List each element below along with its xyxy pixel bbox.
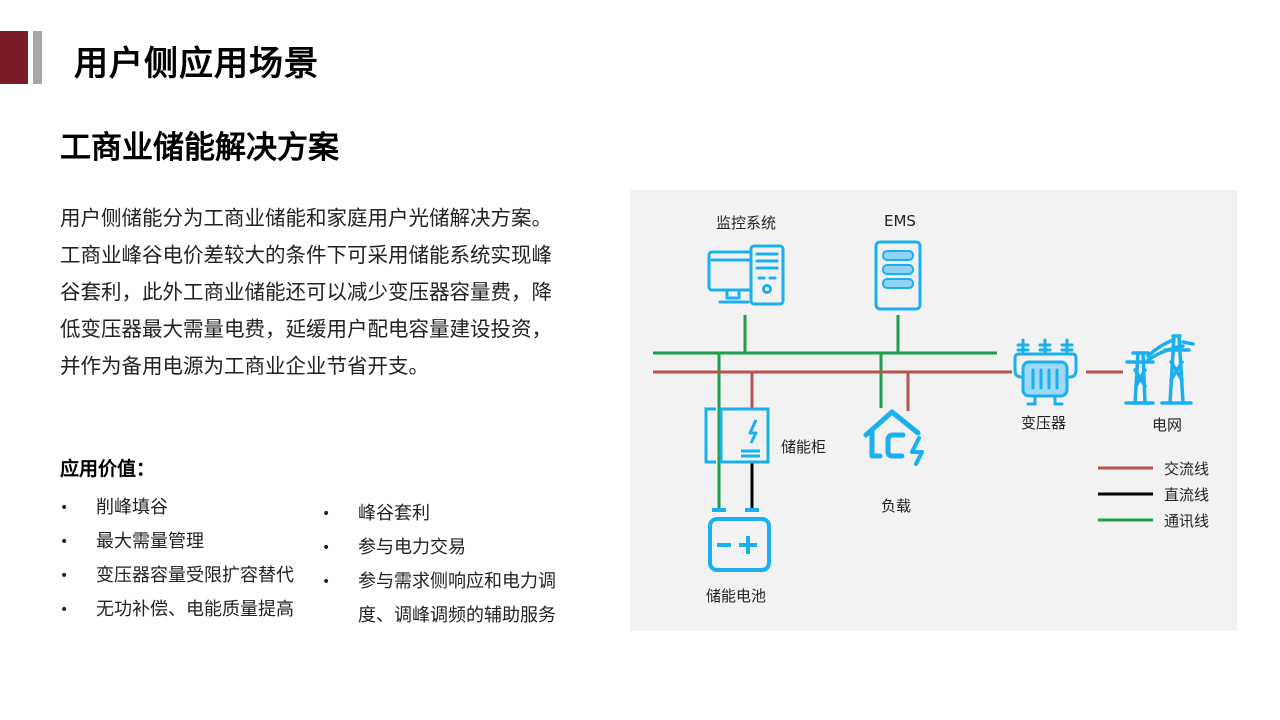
page-title: 用户侧应用场景 [74, 44, 319, 84]
legend-comm-label: 通讯线 [1164, 512, 1210, 530]
description-line: 谷套利，此外工商业储能还可以减少变压器容量费，降 [60, 280, 552, 304]
label-monitor-system: 监控系统 [716, 214, 777, 232]
description-line: 用户侧储能分为工商业储能和家庭用户光储解决方案。 [60, 206, 552, 230]
label-ems: EMS [884, 212, 916, 230]
bullet-icon: • [60, 534, 69, 550]
description-line: 工商业峰谷电价差较大的条件下可采用储能系统实现峰 [60, 243, 552, 267]
description-line: 并作为备用电源为工商业企业节省开支。 [60, 354, 429, 378]
label-load: 负载 [881, 497, 912, 515]
system-diagram: 监控系统 EMS 储能柜 负载 储能电池 变压器 电网 交流线 直流线 通讯线 [630, 190, 1237, 631]
server-icon [874, 240, 922, 311]
power-tower-icon [1124, 334, 1195, 405]
legend-dc-label: 直流线 [1164, 486, 1210, 504]
values-title: 应用价值： [60, 458, 156, 480]
comm-lines [653, 315, 997, 508]
label-battery: 储能电池 [706, 587, 767, 605]
computer-icon [707, 244, 785, 306]
bullet-icon: • [60, 568, 69, 584]
bullet-icon: • [322, 540, 331, 556]
bullet-icon: • [60, 602, 69, 618]
bullet-icon: • [60, 500, 69, 516]
label-transformer: 变压器 [1021, 414, 1067, 432]
title-accent-bar-gray [33, 31, 42, 84]
transformer-icon [1013, 338, 1078, 406]
bullet-icon: • [322, 506, 331, 522]
title-accent-bar [0, 31, 28, 84]
label-grid: 电网 [1152, 416, 1183, 434]
section-title: 工商业储能解决方案 [60, 130, 339, 166]
bullet-icon: • [322, 574, 331, 590]
description: 用户侧储能分为工商业储能和家庭用户光储解决方案。 工商业峰谷电价差较大的条件下可… [60, 200, 605, 385]
label-storage-cabinet: 储能柜 [781, 438, 827, 456]
house-load-icon [863, 409, 924, 466]
description-line: 低变压器最大需量电费，延缓用户配电容量建设投资， [60, 317, 552, 341]
storage-cabinet-icon [704, 407, 770, 464]
diagram-canvas [653, 240, 1195, 572]
battery-icon [708, 508, 771, 572]
ac-lines [653, 370, 1123, 421]
legend-ac-label: 交流线 [1164, 460, 1210, 478]
